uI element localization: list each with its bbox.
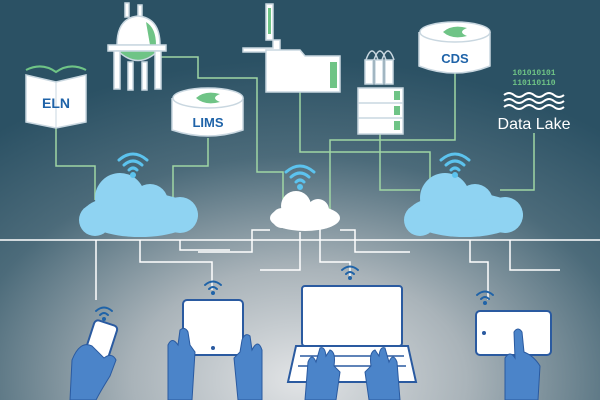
cds-database-icon: CDS bbox=[418, 21, 491, 74]
tablet-landscape-device bbox=[475, 310, 552, 400]
smartphone-device bbox=[69, 319, 119, 400]
cloud-left bbox=[79, 173, 198, 237]
wifi-icon bbox=[341, 265, 359, 280]
laptop-device bbox=[286, 285, 418, 400]
lims-database-icon: LIMS bbox=[171, 87, 244, 137]
instrument-computer-icon bbox=[242, 3, 341, 93]
cds-label: CDS bbox=[441, 51, 469, 66]
wifi-icon bbox=[204, 280, 222, 295]
eln-notebook-icon: ELN bbox=[25, 65, 87, 129]
cloud-right bbox=[404, 173, 523, 237]
white-connectors bbox=[0, 228, 600, 300]
wifi-icon bbox=[95, 306, 113, 321]
data-lake-binary-row: 101010101 bbox=[512, 69, 555, 78]
reactor-icon bbox=[107, 2, 167, 91]
eln-label: ELN bbox=[42, 95, 70, 111]
wifi-icon bbox=[439, 152, 471, 178]
cloud-center bbox=[270, 191, 340, 231]
server-rack-icon bbox=[357, 50, 404, 135]
wifi-icon bbox=[284, 164, 316, 190]
data-lake-label: Data Lake bbox=[498, 116, 571, 133]
data-lake-binary-row: 110110110 bbox=[512, 79, 555, 88]
data-lake-icon: 101010101 110110110 Data Lake bbox=[498, 69, 571, 133]
wifi-icon bbox=[476, 290, 494, 305]
wifi-icon bbox=[117, 152, 149, 178]
tablet-device bbox=[167, 299, 263, 400]
green-connectors bbox=[55, 56, 535, 210]
lims-label: LIMS bbox=[192, 115, 223, 130]
